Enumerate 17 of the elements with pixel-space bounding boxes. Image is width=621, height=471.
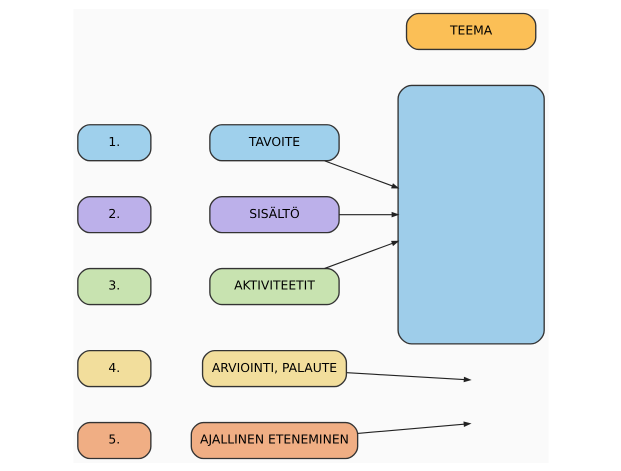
node-box: 1. [76,124,152,161]
node-box: SISÄLTÖ [208,196,340,233]
node-box: AKTIVITEETIT [208,267,340,305]
node-box: TAVOITE [208,124,340,161]
arrow [357,420,472,434]
node-box [396,84,544,344]
node-box: 5. [76,421,152,459]
node-box: ARVIOINTI, PALAUTE [201,349,347,387]
node-box: 4. [76,349,152,387]
arrow [346,372,472,382]
node-box: 2. [76,196,152,233]
node-box: TEEMA [405,12,536,50]
arrow [324,240,399,268]
arrow [324,160,399,188]
node-box: 3. [76,267,152,305]
node-box: AJALLINEN ETENEMINEN [190,421,358,459]
arrow [338,211,399,217]
